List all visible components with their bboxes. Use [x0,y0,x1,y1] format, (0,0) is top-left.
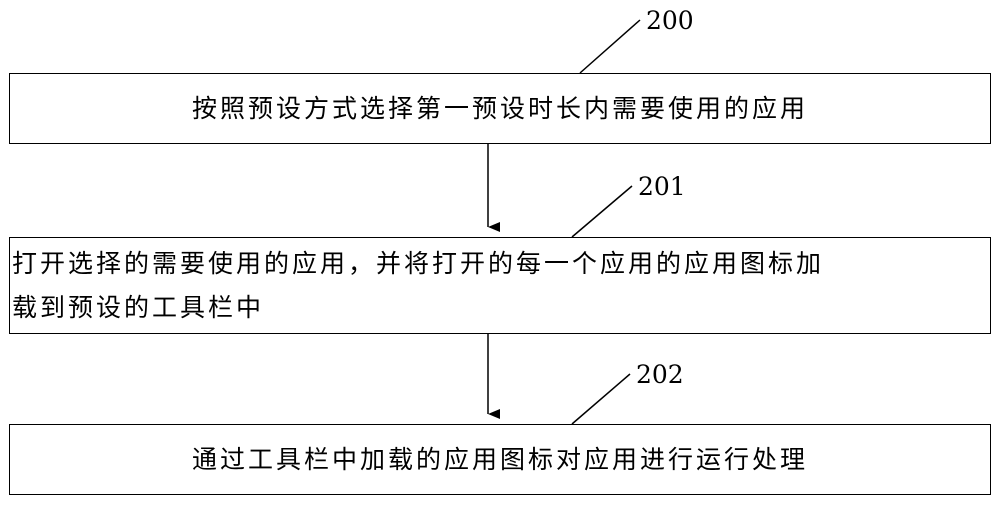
step-box-201: 打开选择的需要使用的应用，并将打开的每一个应用的应用图标加 载到预设的工具栏中 [9,237,991,334]
step-number-201: 201 [638,172,686,201]
step-number-202: 202 [636,360,684,389]
step-box-202: 通过工具栏中加载的应用图标对应用进行运行处理 [9,424,991,495]
step-number-200: 200 [646,6,694,35]
step-text-202: 通过工具栏中加载的应用图标对应用进行运行处理 [191,444,808,474]
step-text-200: 按照预设方式选择第一预设时长内需要使用的应用 [191,93,808,123]
step-text-201: 打开选择的需要使用的应用，并将打开的每一个应用的应用图标加 载到预设的工具栏中 [12,248,825,322]
step-box-200: 按照预设方式选择第一预设时长内需要使用的应用 [9,73,991,144]
leader-line-201 [571,185,633,238]
leader-line-202 [571,373,631,425]
leader-line-200 [579,19,641,74]
